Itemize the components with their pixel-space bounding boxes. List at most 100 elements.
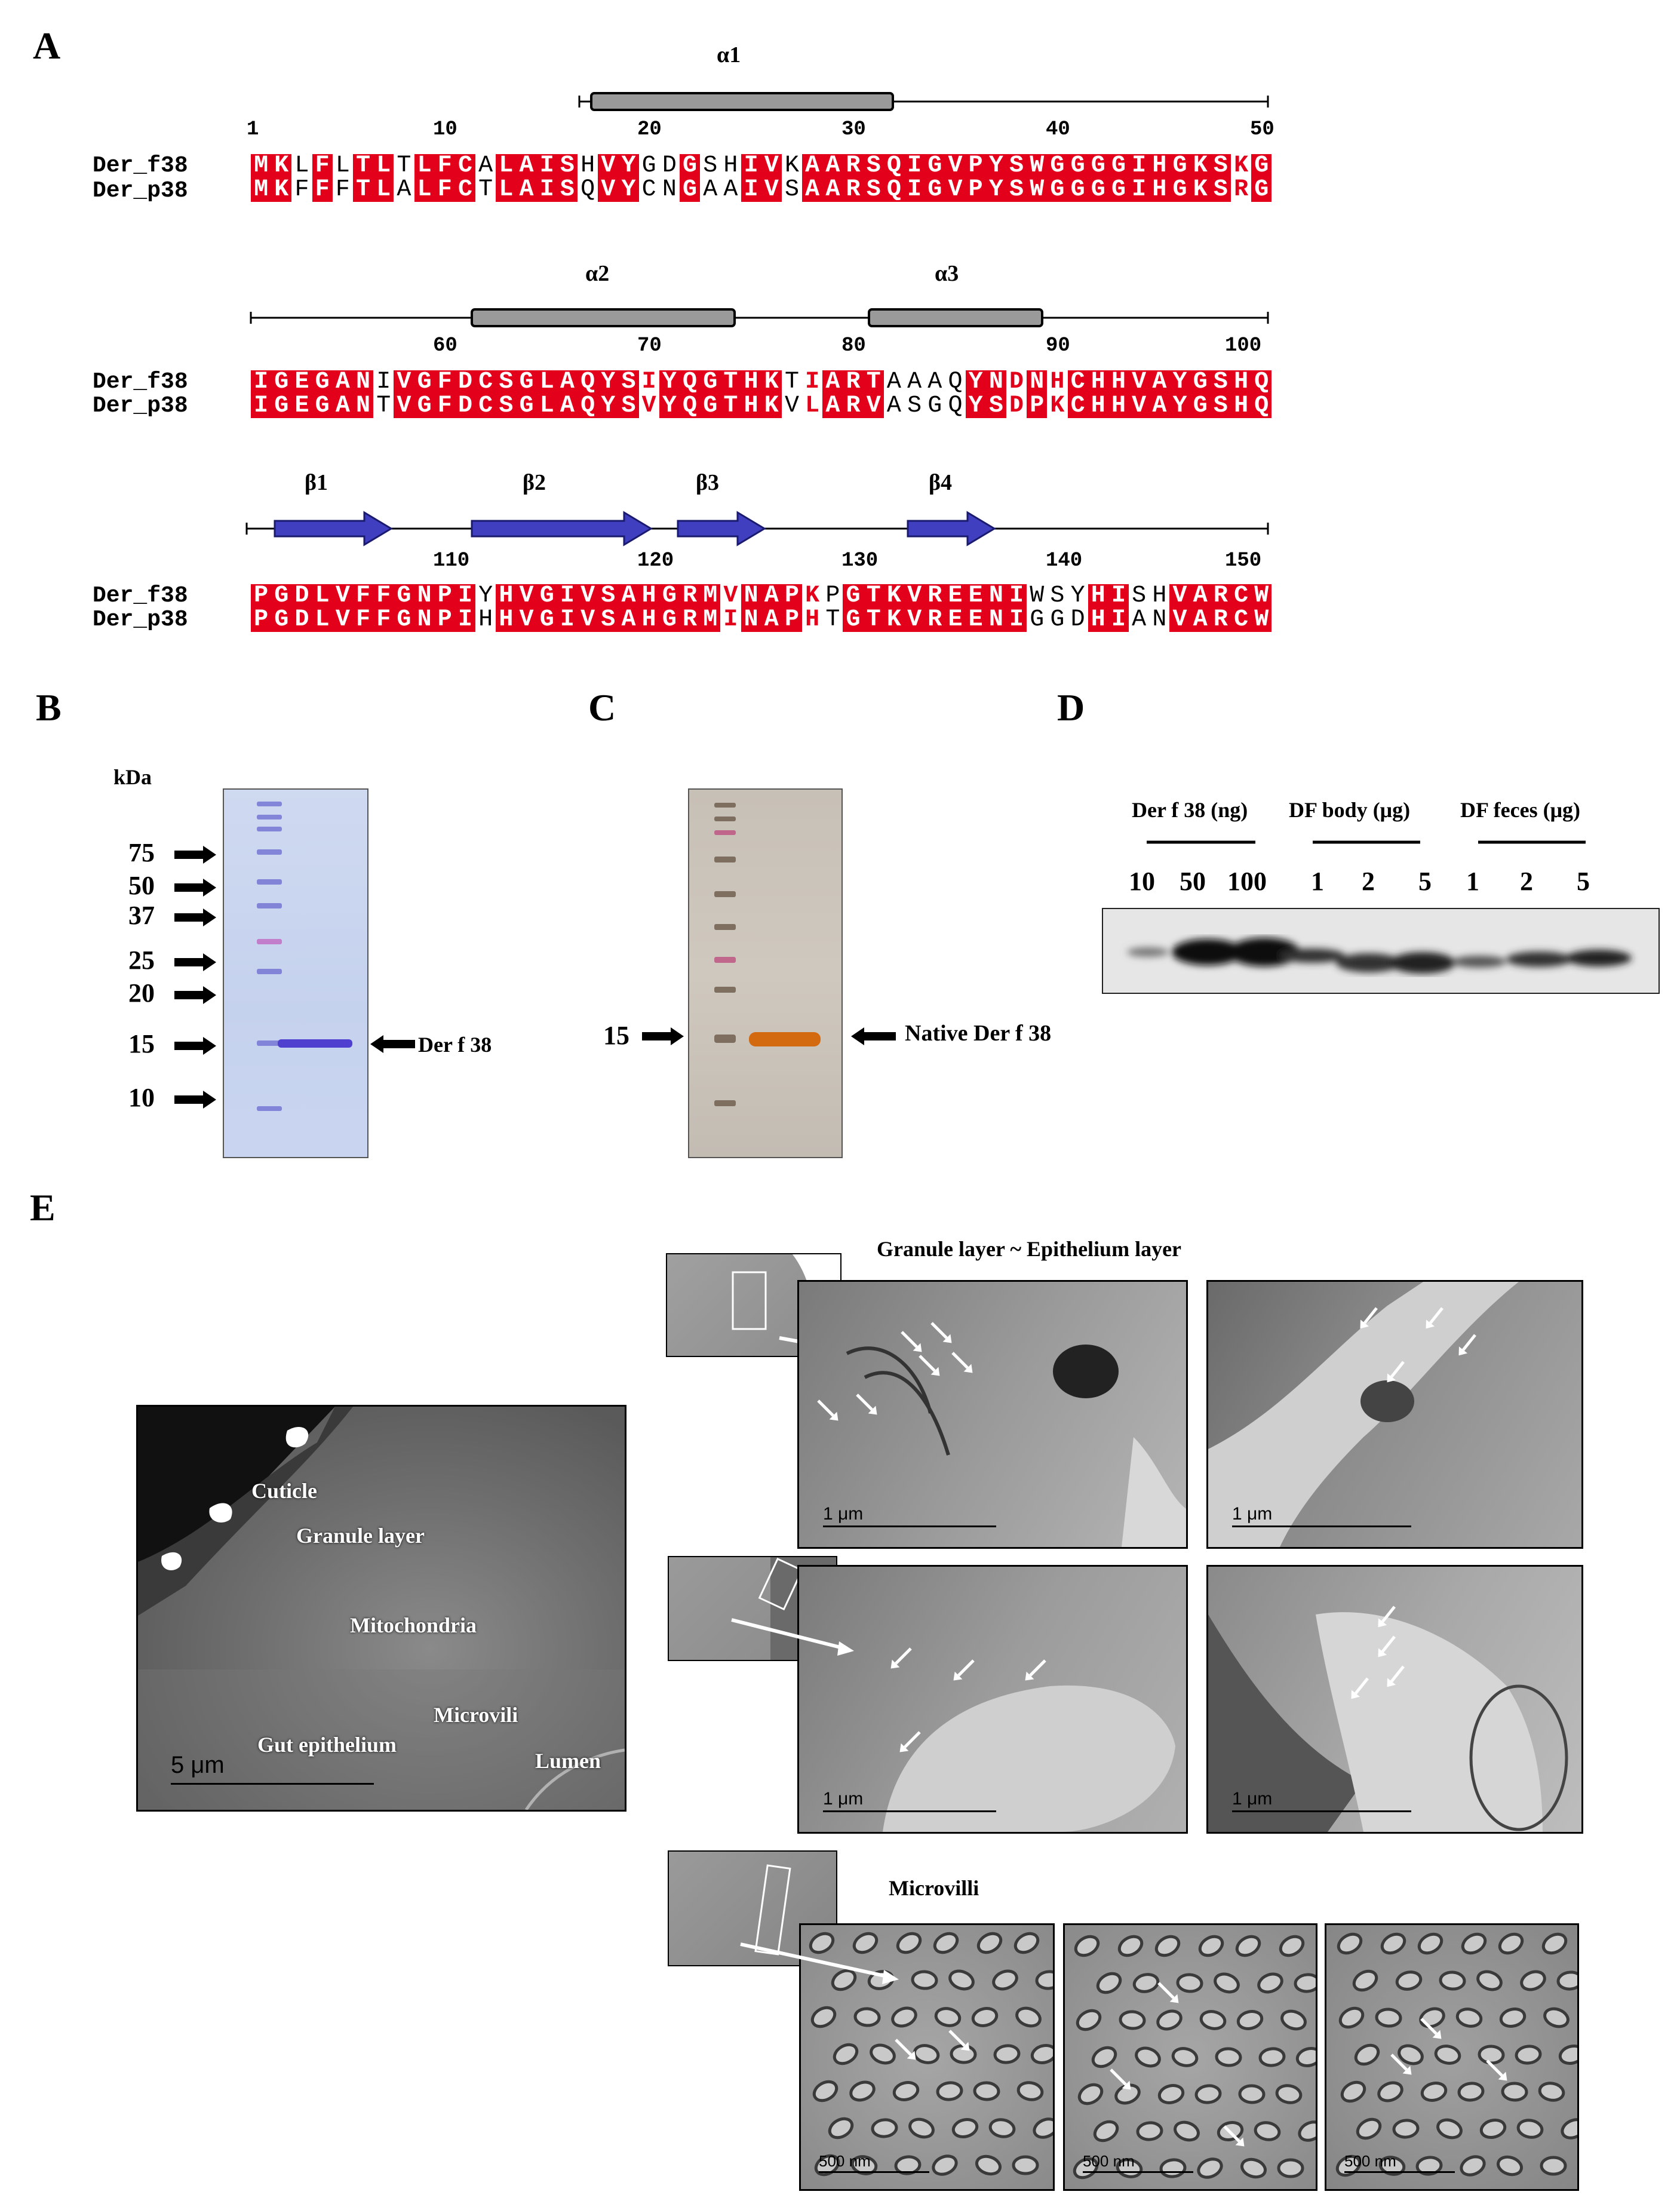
residue: I <box>741 154 761 178</box>
residue: A <box>822 394 843 418</box>
residue: A <box>703 176 718 203</box>
residue: V <box>863 394 884 418</box>
ruler-number: 60 <box>433 334 457 357</box>
residue: E <box>965 584 986 608</box>
residue: G <box>1169 178 1190 202</box>
residue: V <box>784 392 799 419</box>
residue: Y <box>1070 582 1085 609</box>
residue: V <box>598 154 619 178</box>
residue: M <box>700 584 721 608</box>
label-cuticle: Cuticle <box>251 1479 317 1503</box>
gel-lanes <box>257 802 352 1111</box>
microvilli-1-rings <box>809 1932 1053 2177</box>
residue: G <box>679 154 701 178</box>
tem-granule-3: 1 μm <box>797 1565 1188 1834</box>
ruler-number: 10 <box>433 118 457 141</box>
residue: N <box>1152 606 1167 633</box>
residue: T <box>352 154 374 178</box>
sequence-name-derp38: Der_p38 <box>93 607 188 633</box>
residue: N <box>414 584 435 608</box>
residue: I <box>1129 178 1150 202</box>
residue: L <box>335 152 350 179</box>
residue: Y <box>659 394 680 418</box>
microvillus-ring <box>1378 2156 1406 2176</box>
residue: H <box>741 394 761 418</box>
residue: I <box>741 178 761 202</box>
residue: L <box>312 584 333 608</box>
residue: H <box>581 152 595 179</box>
microvillus-ring <box>1478 2045 1505 2065</box>
residue: V <box>1129 394 1150 418</box>
sequence-name-derf38: Der_f38 <box>93 153 188 179</box>
residue: G <box>536 608 557 632</box>
residue: H <box>723 152 738 179</box>
microvillus-ring <box>1460 2155 1486 2177</box>
residue: P <box>825 582 840 609</box>
microvillus-ring <box>1392 2119 1420 2139</box>
residue: E <box>291 394 312 418</box>
residue: S <box>1210 178 1231 202</box>
residue: L <box>414 178 435 202</box>
residue: H <box>805 606 820 633</box>
residue: C <box>454 178 476 202</box>
residue: I <box>376 369 391 395</box>
residue: D <box>1009 392 1024 419</box>
residue: V <box>723 582 738 609</box>
residue: H <box>478 606 493 633</box>
microvillus-ring <box>853 2007 881 2027</box>
label-lumen: Lumen <box>535 1749 601 1773</box>
title-microvilli: Microvilli <box>889 1876 979 1900</box>
microvillus-ring <box>1119 2010 1146 2030</box>
microvillus-ring <box>1496 2155 1524 2177</box>
residue: K <box>1234 152 1249 179</box>
scale-label: 500 nm <box>819 2152 871 2170</box>
residue: F <box>434 178 455 202</box>
microvillus-ring <box>809 1932 835 1954</box>
microvillus-ring <box>1419 2007 1445 2028</box>
residue: G <box>641 152 656 179</box>
residue: T <box>863 608 884 632</box>
microvillus-ring <box>1012 2155 1039 2175</box>
helix-alpha2 <box>471 308 736 327</box>
microvillus-ring <box>849 2080 876 2102</box>
microvillus-ring <box>850 2155 878 2175</box>
residue: T <box>720 394 741 418</box>
scale-bar <box>1344 2171 1455 2173</box>
residue: G <box>1088 178 1108 202</box>
residue: I <box>1006 608 1027 632</box>
microvillus-ring <box>1377 2081 1403 2102</box>
residue: G <box>271 370 292 394</box>
residue: G <box>659 584 680 608</box>
sds-page-gel <box>223 788 368 1158</box>
residue: F <box>294 176 309 203</box>
residue: A <box>516 178 537 202</box>
microvillus-ring <box>1439 1970 1466 1991</box>
residue: A <box>618 584 639 608</box>
residue: Y <box>1169 370 1190 394</box>
residue: F <box>434 370 455 394</box>
residue: A <box>332 394 353 418</box>
residue: S <box>863 178 884 202</box>
marker-label-20: 20 <box>128 978 155 1008</box>
microvillus-ring <box>1298 2120 1316 2142</box>
residue: S <box>1006 154 1027 178</box>
residue: L <box>414 154 435 178</box>
label-gut-epithelium: Gut epithelium <box>257 1733 397 1757</box>
sequence-name-derf38: Der_f38 <box>93 583 188 609</box>
microvillus-ring <box>936 2081 963 2101</box>
residue: H <box>1152 582 1167 609</box>
residue: E <box>945 584 966 608</box>
residue: P <box>781 608 803 632</box>
residue: I <box>454 584 476 608</box>
residue: V <box>516 584 537 608</box>
residue: N <box>741 608 761 632</box>
residue: C <box>1067 370 1088 394</box>
residue: V <box>516 608 537 632</box>
residue: F <box>335 176 350 203</box>
residue: P <box>434 584 455 608</box>
microvillus-ring <box>1455 2008 1483 2028</box>
secondary-structure-track <box>245 511 1269 547</box>
sequence-name-derp38: Der_p38 <box>93 178 188 204</box>
tem-microvilli-2: 500 nm <box>1063 1923 1317 2191</box>
scale-bar <box>823 1810 996 1812</box>
